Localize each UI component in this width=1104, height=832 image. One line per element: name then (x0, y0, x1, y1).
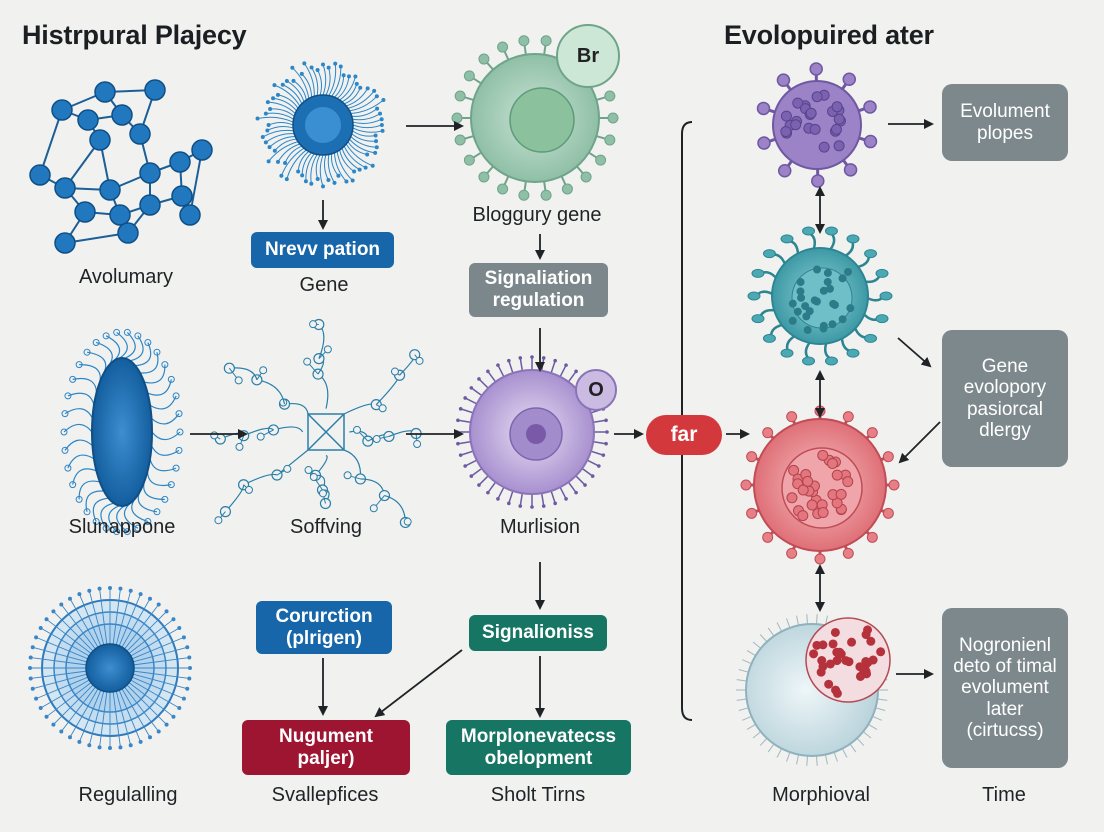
box-corurction: Corurction (plrigen) (256, 601, 392, 654)
purple-virus-icon (756, 62, 878, 188)
label-gene: Gene (299, 274, 349, 296)
label-soffving: Soffving (290, 516, 362, 538)
red-cell-icon (740, 405, 900, 565)
radial-neuron-icon (255, 61, 386, 189)
molecular-network-icon (29, 79, 213, 254)
label-morphioval: Morphioval (772, 784, 870, 806)
far-pill: far (646, 415, 722, 455)
label-svallepfices: Svallepfices (271, 784, 379, 806)
box-gene-evolopory: Gene evolopory pasiorcal dlergy (942, 330, 1068, 467)
box-signaliation-regulation: Signaliation regulation (469, 263, 608, 317)
flow-arrows (190, 119, 941, 718)
left-title: Histrpural Plajecy (22, 20, 247, 50)
label-regulalling: Regulalling (78, 784, 178, 806)
box-nugument-paljer: Nugument paljer) (242, 720, 410, 775)
label-slunappone: Slunappone (68, 516, 176, 538)
box-signalioniss: Signalioniss (469, 615, 607, 651)
o-badge: O (588, 378, 604, 401)
label-avolumary: Avolumary (78, 266, 174, 288)
box-nrevv-pation: Nrevv pation (251, 232, 394, 268)
label-murlision: Murlision (499, 516, 581, 538)
box-evolument-plopes: Evolument plopes (942, 84, 1068, 161)
purple-cell-icon (455, 355, 617, 509)
green-cell-icon (451, 24, 620, 201)
layered-cell-icon (28, 586, 192, 750)
teal-virus-icon (747, 226, 893, 366)
box-morplonevatecss: Morplonevatecss obelopment (446, 720, 631, 775)
label-sholt-tirns: Sholt Tirns (490, 784, 586, 806)
box-nogronienl: Nogronienl deto of timal evolument later… (942, 608, 1068, 768)
label-time: Time (982, 784, 1026, 806)
right-title: Evolopuired ater (724, 20, 934, 50)
large-cell-icon (736, 614, 891, 766)
branching-network-icon (210, 318, 424, 529)
bacterium-icon (60, 328, 184, 536)
br-badge: Br (576, 44, 600, 67)
label-bloggury-gene: Bloggury gene (472, 204, 602, 226)
